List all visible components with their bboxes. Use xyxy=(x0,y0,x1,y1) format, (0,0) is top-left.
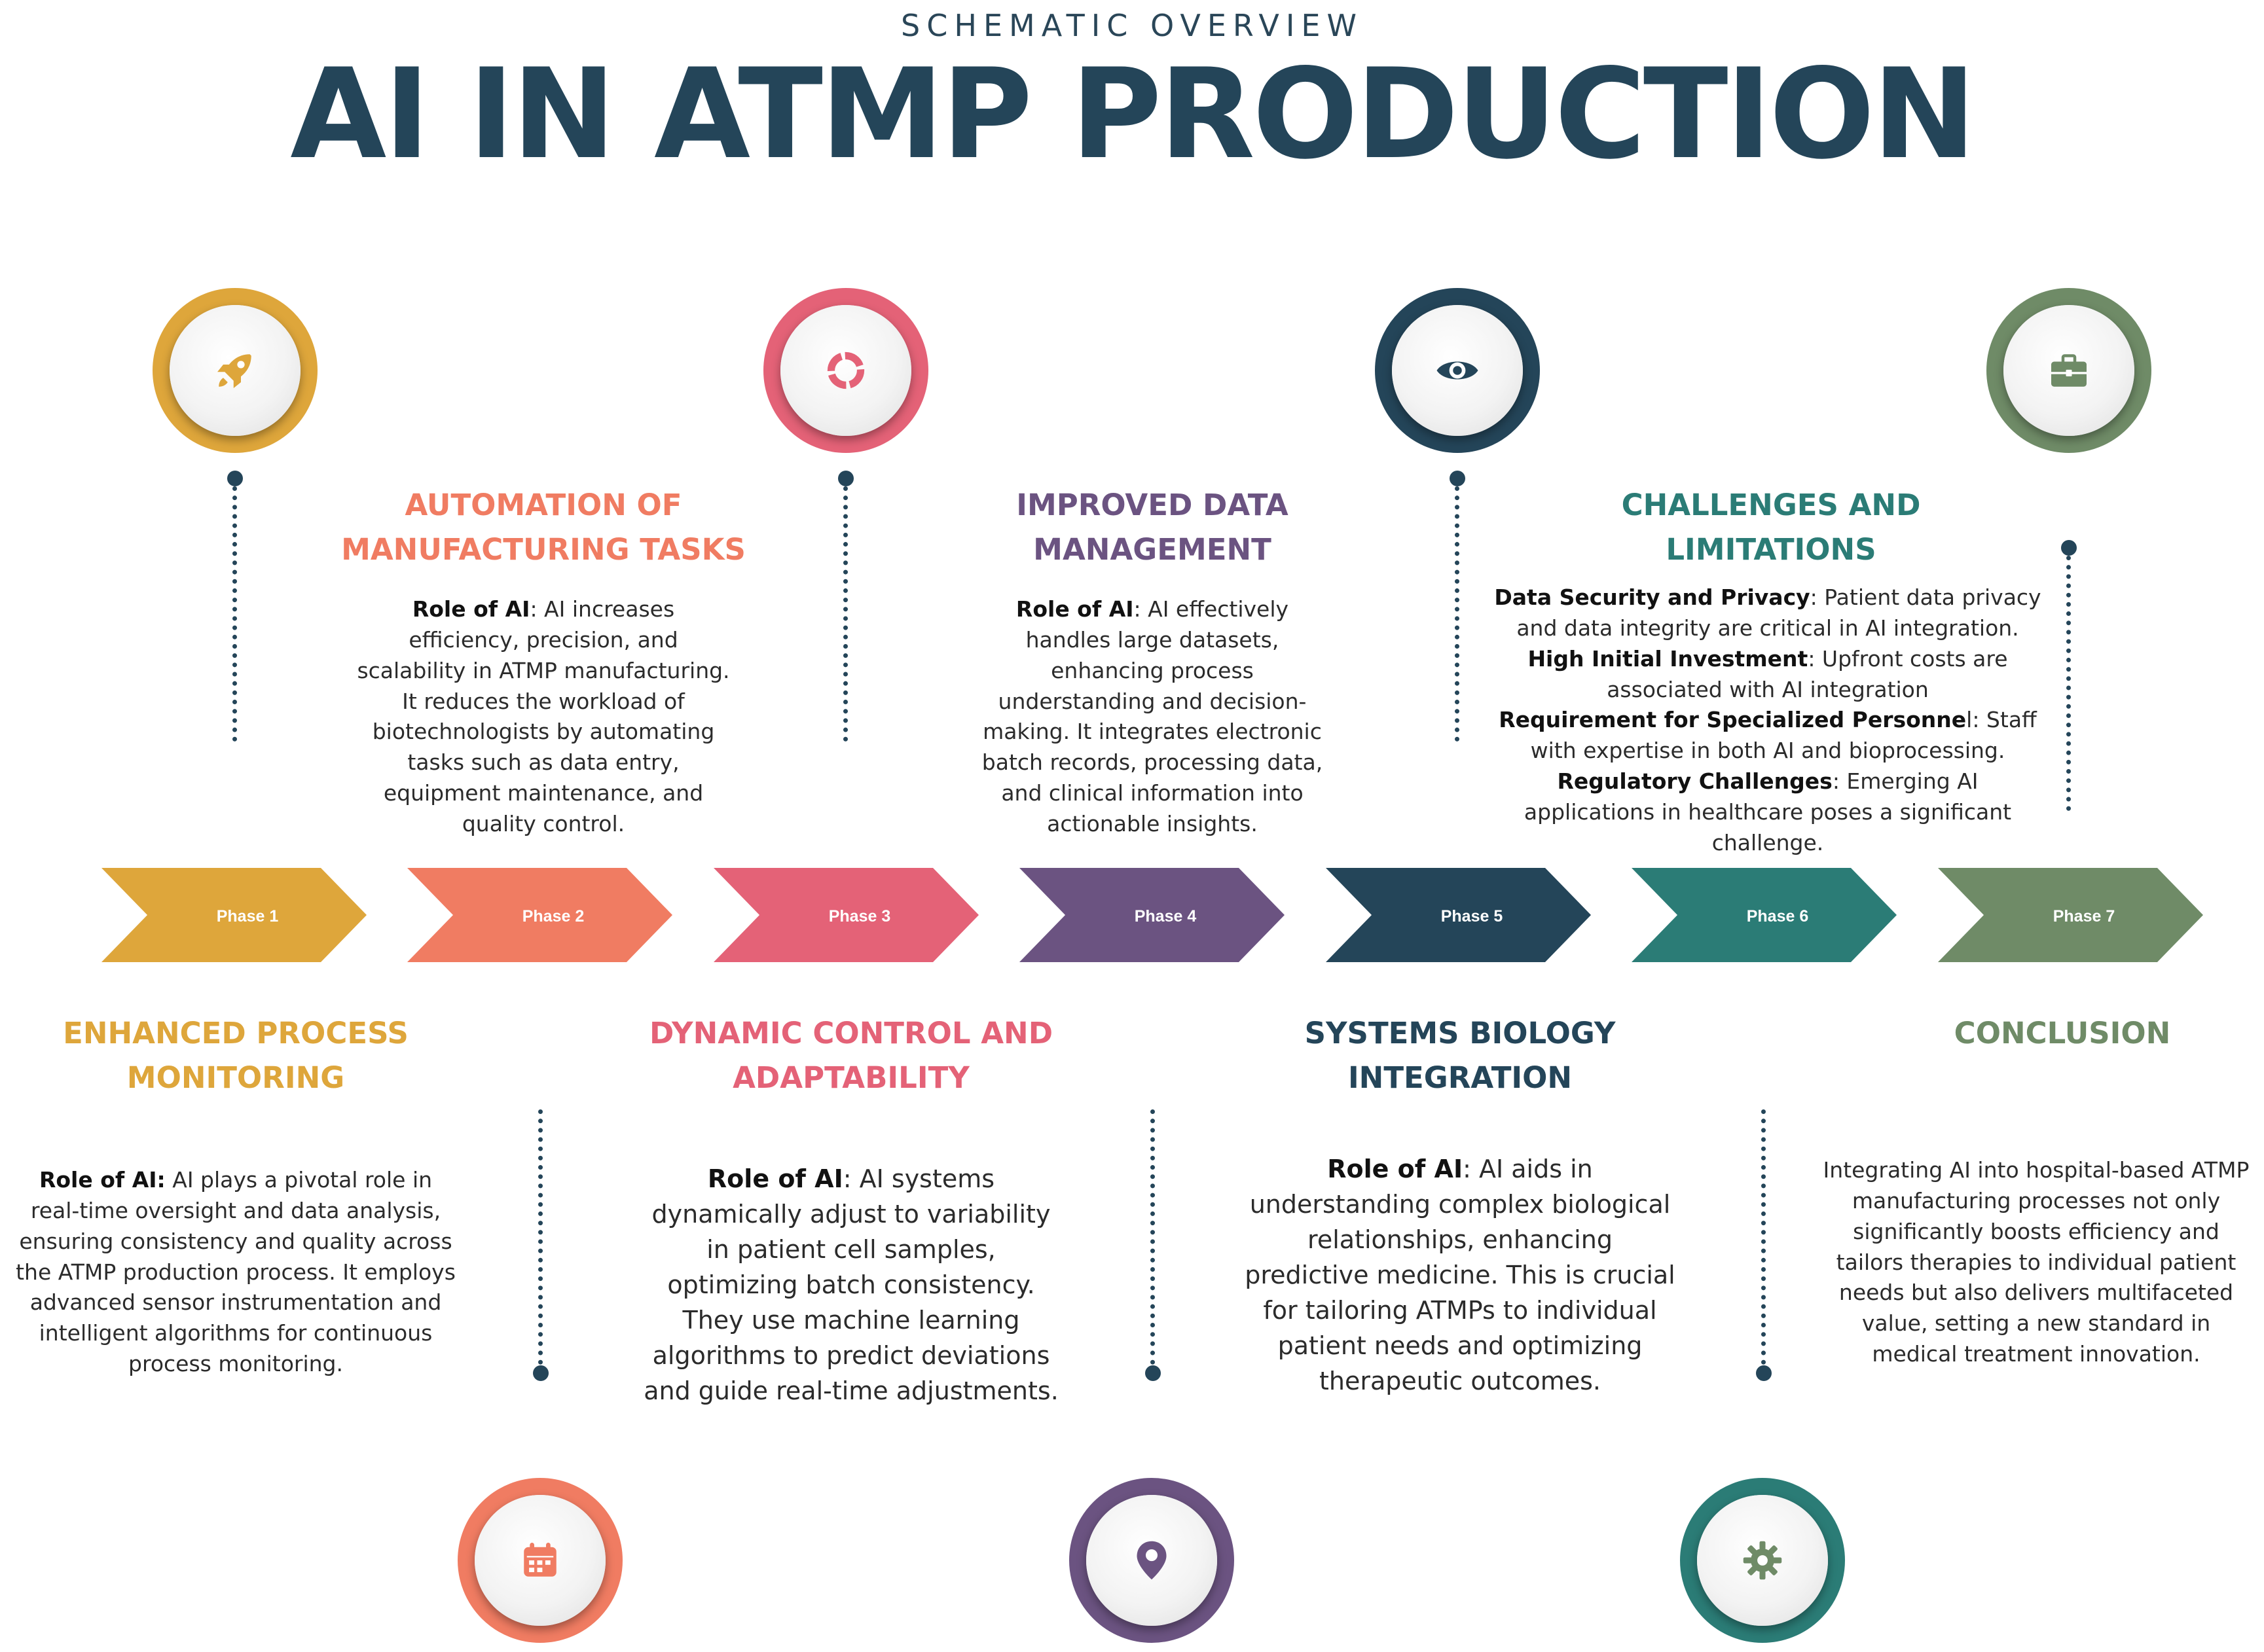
page-subtitle: SCHEMATIC OVERVIEW xyxy=(901,8,1363,43)
data-management-lead: Role of AI xyxy=(1015,596,1134,622)
connector-4-dot xyxy=(1145,1365,1161,1381)
challenge-lead: Regulatory Challenges xyxy=(1557,768,1833,795)
challenge-text: l: Staff with expertise in both AI and b… xyxy=(1530,707,2037,764)
connector-4-line xyxy=(1150,1109,1155,1365)
conclusion-text: Integrating AI into hospital-based ATMP … xyxy=(1823,1157,2250,1367)
phase-4-label: Phase 4 xyxy=(1135,907,1197,925)
challenge-text: : Patient data privacy and data integrit… xyxy=(1516,584,2041,641)
phase-7-circle xyxy=(1986,288,2151,453)
dynamic-control-heading: DYNAMIC CONTROL AND ADAPTABILITY xyxy=(649,1016,1053,1095)
challenge-text: : Upfront costs are associated with AI i… xyxy=(1607,645,2008,702)
data-management-heading: IMPROVED DATA MANAGEMENT xyxy=(1016,488,1288,567)
phase-7-chevron: Phase 7 xyxy=(1938,868,2203,962)
systems-biology-description: Role of AI: AI aids in understanding com… xyxy=(1244,1152,1676,1399)
process-monitoring-heading: ENHANCED PROCESS MONITORING xyxy=(63,1016,409,1095)
phase-3-circle xyxy=(763,288,928,453)
phase-7-label: Phase 7 xyxy=(2053,907,2115,925)
challenges-list: Data Security and Privacy: Patient data … xyxy=(1489,583,2046,859)
automation-description: Role of AI: AI increases efficiency, pre… xyxy=(357,594,730,840)
challenge-lead: Requirement for Specialized Personne xyxy=(1499,707,1967,733)
connector-1-line xyxy=(232,486,237,742)
phase-3-label: Phase 3 xyxy=(829,907,891,925)
phase-6-circle xyxy=(1680,1478,1845,1643)
calendar-icon xyxy=(524,1543,557,1577)
phase-5-chevron: Phase 5 xyxy=(1326,868,1591,962)
systems-biology-heading: SYSTEMS BIOLOGY INTEGRATION xyxy=(1304,1016,1616,1095)
systems-biology-lead: Role of AI xyxy=(1327,1155,1463,1183)
challenge-lead: High Initial Investment xyxy=(1527,645,1808,672)
phase-6-chevron: Phase 6 xyxy=(1632,868,1897,962)
phase-3-chevron: Phase 3 xyxy=(714,868,979,962)
gear-icon xyxy=(1743,1541,1782,1580)
ring-chart-icon xyxy=(827,351,865,389)
challenge-lead: Data Security and Privacy xyxy=(1494,584,1810,610)
phase-2-label: Phase 2 xyxy=(522,907,585,925)
phase-5-circle xyxy=(1375,288,1540,453)
phase-2-circle xyxy=(458,1478,623,1643)
location-pin-icon xyxy=(1137,1541,1167,1580)
data-management-description: Role of AI: AI effectively handles large… xyxy=(976,594,1329,840)
dynamic-control-text: : AI systems dynamically adjust to varia… xyxy=(644,1164,1059,1405)
process-monitoring-description: Role of AI: AI plays a pivotal role in r… xyxy=(13,1165,458,1380)
connector-6-line xyxy=(1761,1109,1766,1365)
connector-5-dot xyxy=(1450,471,1465,486)
phase-4-circle xyxy=(1069,1478,1234,1643)
rocket-icon xyxy=(217,354,251,388)
connector-3-dot xyxy=(838,471,854,486)
phase-1-circle xyxy=(153,288,318,453)
connector-2-line xyxy=(538,1109,543,1365)
automation-lead: Role of AI xyxy=(412,596,530,622)
process-monitoring-lead: Role of AI: xyxy=(39,1167,166,1193)
challenge-text: : Emerging AI applications in healthcare… xyxy=(1524,768,2012,855)
eye-icon xyxy=(1436,361,1478,380)
phase-1-label: Phase 1 xyxy=(217,907,279,925)
connector-7-line xyxy=(2066,556,2071,811)
connector-6-dot xyxy=(1756,1365,1772,1381)
automation-text: : AI increases efficiency, precision, an… xyxy=(357,596,730,837)
connector-2-dot xyxy=(533,1365,549,1381)
data-management-text: : AI effectively handles large datasets,… xyxy=(981,596,1323,837)
challenges-heading: CHALLENGES AND LIMITATIONS xyxy=(1621,488,1921,567)
phase-6-label: Phase 6 xyxy=(1747,907,1809,925)
systems-biology-text: : AI aids in understanding complex biolo… xyxy=(1245,1155,1675,1395)
dynamic-control-description: Role of AI: AI systems dynamically adjus… xyxy=(638,1162,1064,1409)
briefcase-icon xyxy=(2051,354,2087,387)
phase-5-label: Phase 5 xyxy=(1441,907,1503,925)
process-monitoring-text: AI plays a pivotal role in real-time ove… xyxy=(16,1167,456,1377)
phase-2-chevron: Phase 2 xyxy=(407,868,672,962)
connector-3-line xyxy=(843,486,848,742)
connector-7-dot xyxy=(2061,540,2077,556)
challenge-item-investment: High Initial Investment: Upfront costs a… xyxy=(1489,644,2046,706)
conclusion-heading: CONCLUSION xyxy=(1954,1016,2171,1050)
connector-1-dot xyxy=(227,471,243,486)
phase-1-chevron: Phase 1 xyxy=(101,868,367,962)
challenge-item-regulatory: Regulatory Challenges: Emerging AI appli… xyxy=(1489,766,2046,859)
automation-heading: AUTOMATION OF MANUFACTURING TASKS xyxy=(341,488,746,567)
phase-timeline: Phase 1 Phase 2 Phase 3 Phase 4 Phase 5 … xyxy=(101,868,2203,962)
page-title: AI IN ATMP PRODUCTION xyxy=(290,42,1976,187)
phase-4-chevron: Phase 4 xyxy=(1019,868,1285,962)
dynamic-control-lead: Role of AI xyxy=(707,1164,843,1193)
connector-5-line xyxy=(1455,486,1459,742)
challenge-item-personnel: Requirement for Specialized Personnel: S… xyxy=(1489,705,2046,766)
challenge-item-data-security: Data Security and Privacy: Patient data … xyxy=(1489,583,2046,644)
